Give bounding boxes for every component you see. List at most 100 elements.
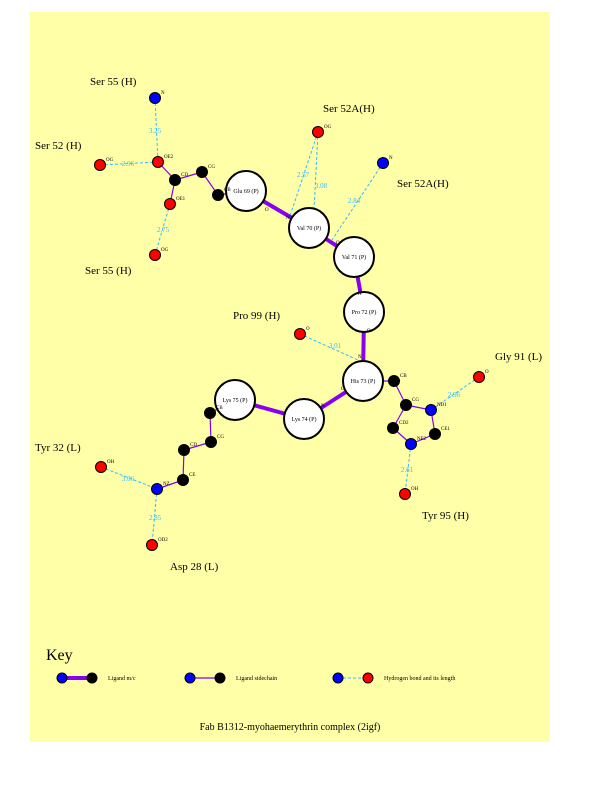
hbond-distance-label: 3.25 — [149, 127, 162, 135]
hbond-distance-label: 2.96 — [448, 391, 461, 399]
key-sc-c-atom — [214, 672, 226, 684]
atom-o — [399, 488, 411, 500]
residue-circle — [214, 379, 256, 421]
hbond-distance-label: 3.01 — [329, 342, 342, 350]
background-panel — [30, 12, 550, 742]
atom-label: OH — [107, 460, 115, 465]
atom-c — [178, 444, 190, 456]
key-sc-n-atom — [184, 672, 196, 684]
key-hb-n-atom — [332, 672, 344, 684]
interacting-residue-label: Asp 28 (L) — [170, 561, 219, 573]
hbond-distance-label: 2.57 — [297, 171, 310, 179]
atom-c — [429, 428, 441, 440]
residue-circle — [288, 207, 330, 249]
atom-label: CB — [224, 188, 231, 193]
atom-label: N — [389, 156, 393, 161]
hbond-distance-label: 2.75 — [157, 226, 170, 234]
hbond-distance-label: 3.06 — [122, 475, 135, 483]
atom-label: O — [306, 327, 310, 332]
interacting-residue-label: Pro 99 (H) — [233, 310, 280, 322]
residue-circle — [333, 236, 375, 278]
hydrogen-bond — [313, 131, 319, 211]
atom-label: CB — [216, 406, 223, 411]
atom-n — [149, 92, 161, 104]
backbone-atom-label: O — [341, 387, 345, 392]
backbone-atom-label: O — [265, 208, 269, 213]
atom-label: CG — [412, 398, 419, 403]
backbone-atom-label: N — [286, 216, 290, 221]
hbond-distance-label: 2.96 — [122, 160, 135, 168]
atom-c — [388, 375, 400, 387]
atom-c — [212, 189, 224, 201]
atom-label: N — [161, 91, 165, 96]
atom-label: NZ — [163, 482, 170, 487]
atom-c — [177, 474, 189, 486]
atom-label: OG — [324, 125, 332, 130]
interacting-residue-label: Ser 55 (H) — [85, 265, 132, 277]
interacting-residue-label: Gly 91 (L) — [495, 351, 542, 363]
atom-label: CG — [208, 165, 215, 170]
atom-label: CE — [189, 473, 195, 478]
atom-label: O — [485, 370, 489, 375]
hbond-distance-label: 2.61 — [401, 466, 414, 474]
key-ligand-mc-label: Ligand m/c — [108, 676, 136, 682]
ligand-residue-label: Val 71 (P) — [342, 254, 366, 261]
hydrogen-bond — [154, 97, 159, 163]
backbone-atom-label: O — [367, 329, 371, 334]
atom-c — [204, 407, 216, 419]
atom-label: CE1 — [441, 427, 450, 432]
ligand-residue-label: Glu 69 (P) — [233, 188, 258, 195]
hydrogen-bond — [299, 333, 359, 361]
atom-c — [169, 174, 181, 186]
backbone-atom-label: N — [321, 404, 325, 409]
key-mc-c-atom — [86, 672, 98, 684]
atom-label: OD2 — [158, 538, 168, 543]
hbond-distance-label: 3.08 — [315, 182, 328, 190]
atom-label: CD — [190, 443, 197, 448]
atom-o — [164, 198, 176, 210]
atom-o — [95, 461, 107, 473]
atom-c — [400, 399, 412, 411]
key-hbond-label: Hydrogen bond and its length — [384, 676, 455, 682]
interacting-residue-label: Ser 52A(H) — [323, 103, 375, 115]
hbond-distance-label: 2.85 — [149, 514, 162, 522]
hbond-distance-label: 2.84 — [348, 197, 361, 205]
key-hb-o-atom — [362, 672, 374, 684]
hydrogen-bond — [100, 466, 158, 490]
atom-o — [473, 371, 485, 383]
atom-c — [196, 166, 208, 178]
hydrogen-bond — [331, 162, 384, 241]
interacting-residue-label: Tyr 95 (H) — [422, 510, 469, 522]
atom-label: OE1 — [176, 197, 186, 202]
residue-circle — [225, 170, 267, 212]
atom-label: CG — [217, 435, 224, 440]
atom-o — [146, 539, 158, 551]
interacting-residue-label: Ser 52 (H) — [35, 140, 82, 152]
atom-label: NE2 — [417, 437, 427, 442]
interacting-residue-label: Tyr 32 (L) — [35, 442, 81, 454]
key-mc-n-atom — [56, 672, 68, 684]
interacting-residue-label: Ser 55 (H) — [90, 76, 137, 88]
atom-c — [387, 422, 399, 434]
backbone-atom-label: O — [336, 241, 340, 246]
atom-n — [425, 404, 437, 416]
atom-label: OE2 — [164, 155, 174, 160]
atom-label: CD — [181, 173, 188, 178]
hydrogen-bond — [151, 488, 158, 546]
hydrogen-bond — [154, 203, 171, 256]
interacting-residue-label: Ser 52A(H) — [397, 178, 449, 190]
ligand-residue-label: Lys 75 (P) — [222, 397, 247, 404]
ligand-residue-label: Lys 74 (P) — [291, 416, 316, 423]
atom-label: ND1 — [437, 403, 447, 408]
atom-c — [205, 436, 217, 448]
ligand-residue-label: Pro 72 (P) — [352, 309, 377, 316]
hydrogen-bond — [404, 443, 412, 495]
residue-circle — [283, 398, 325, 440]
atom-label: OH — [411, 487, 419, 492]
residue-circle — [342, 360, 384, 402]
atom-o — [294, 328, 306, 340]
backbone-atom-label: N — [358, 292, 362, 297]
atom-n — [377, 157, 389, 169]
